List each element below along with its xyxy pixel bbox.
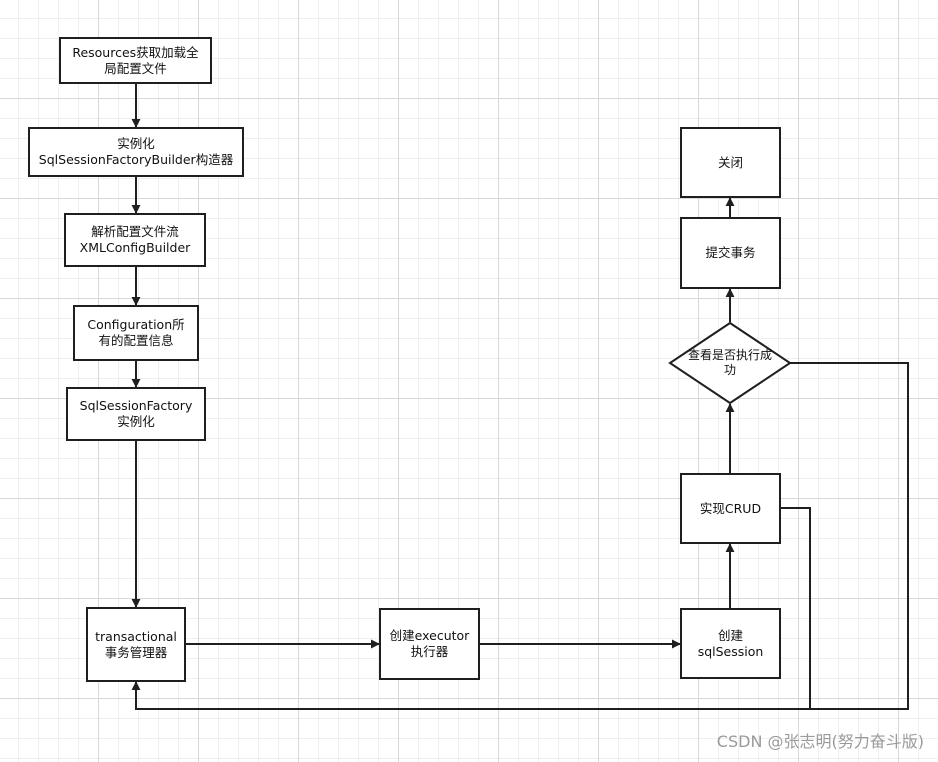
node-builder-line1: 实例化 <box>117 136 155 151</box>
node-configuration-line2: 有的配置信息 <box>98 333 174 348</box>
decision-diamond[interactable] <box>668 321 792 405</box>
node-transactional-line1: transactional <box>95 628 177 644</box>
node-resources-line2: 局配置文件 <box>104 60 167 76</box>
node-crud-label: 实现CRUD <box>699 500 762 516</box>
node-factory-line1: SqlSessionFactory <box>79 398 193 413</box>
node-xml-line1: 解析配置文件流 <box>91 224 179 239</box>
node-transactional-line2: 事务管理器 <box>104 644 168 660</box>
node-factory-line2: 实例化 <box>117 414 155 429</box>
node-resources-line1: Resources获取加载全 <box>72 44 199 60</box>
node-sqlsession-line1: 创建 <box>717 627 743 643</box>
node-configuration[interactable]: Configuration所有的配置信息 <box>73 305 199 361</box>
node-check-line1: 查看是否执行成 <box>687 348 772 362</box>
node-builder-line2: SqlSessionFactoryBuilder构造器 <box>38 152 234 167</box>
node-close-label: 关闭 <box>717 154 743 170</box>
node-commit-label: 提交事务 <box>705 245 756 260</box>
loop-check-to-transactional <box>790 362 909 710</box>
node-crud[interactable]: 实现CRUD <box>680 473 781 544</box>
node-check-line2: 功 <box>723 363 736 377</box>
node-configuration-line1: Configuration所 <box>87 317 185 332</box>
node-close[interactable]: 关闭 <box>680 127 781 198</box>
node-executor-line2: 执行器 <box>410 644 449 659</box>
node-executor-line1: 创建executor <box>389 628 470 643</box>
watermark-text: CSDN @张志明(努力奋斗版) <box>716 732 924 751</box>
node-check-label: 查看是否执行成 功 <box>670 348 790 378</box>
node-xml-line2: XMLConfigBuilder <box>79 240 191 255</box>
node-sqlsession-line2: sqlSession <box>697 643 764 659</box>
node-commit[interactable]: 提交事务 <box>680 217 781 289</box>
node-resources[interactable]: Resources获取加载全局配置文件 <box>59 37 212 84</box>
